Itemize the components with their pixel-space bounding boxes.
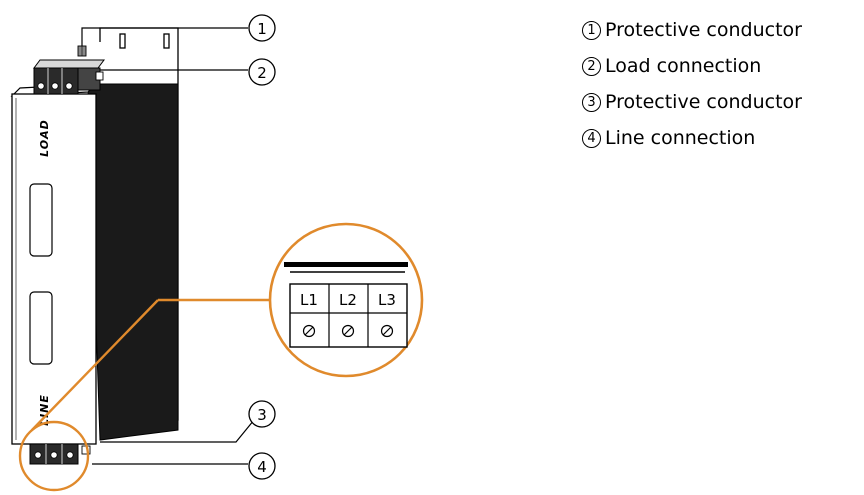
callout-4-number: 4 xyxy=(257,458,267,476)
detail-source-ring xyxy=(18,420,90,492)
terminal-screw-icon xyxy=(380,324,394,338)
legend-item: 3 Protective conductor xyxy=(582,84,864,120)
callout-4: 4 xyxy=(248,452,276,480)
callout-2-number: 2 xyxy=(257,64,267,82)
legend-item: 2 Load connection xyxy=(582,48,864,84)
line-label: LINE xyxy=(38,394,51,426)
legend-item: 1 Protective conductor xyxy=(582,12,864,48)
terminal-screw-icon xyxy=(341,324,355,338)
line-terminal-block xyxy=(29,443,91,465)
legend: 1 Protective conductor 2 Load connection… xyxy=(582,12,864,156)
callout-1-number: 1 xyxy=(257,20,267,38)
load-terminal-block xyxy=(33,45,105,95)
callout-3: 3 xyxy=(248,400,276,428)
legend-number: 4 xyxy=(582,128,601,148)
callout-2: 2 xyxy=(248,58,276,86)
legend-number: 2 xyxy=(582,56,601,76)
legend-item: 4 Line connection xyxy=(582,120,864,156)
callout-leaders xyxy=(81,27,255,465)
terminal-label-l2: L2 xyxy=(339,291,357,309)
legend-text: Protective conductor xyxy=(605,91,802,113)
legend-number: 3 xyxy=(582,92,601,112)
load-label: LOAD xyxy=(38,119,51,157)
legend-number: 1 xyxy=(582,20,601,40)
legend-text: Protective conductor xyxy=(605,19,802,41)
callout-1: 1 xyxy=(248,14,276,42)
terminal-label-l3: L3 xyxy=(378,291,396,309)
terminal-screw-icon xyxy=(302,324,316,338)
legend-text: Load connection xyxy=(605,55,762,77)
terminal-label-l1: L1 xyxy=(300,291,318,309)
callout-3-number: 3 xyxy=(257,406,267,424)
line-filter-drawing: LOAD LINE xyxy=(10,14,424,492)
detail-magnifier: L1 L2 L3 xyxy=(18,222,424,492)
legend-text: Line connection xyxy=(605,127,756,149)
filter-housing xyxy=(10,83,179,445)
